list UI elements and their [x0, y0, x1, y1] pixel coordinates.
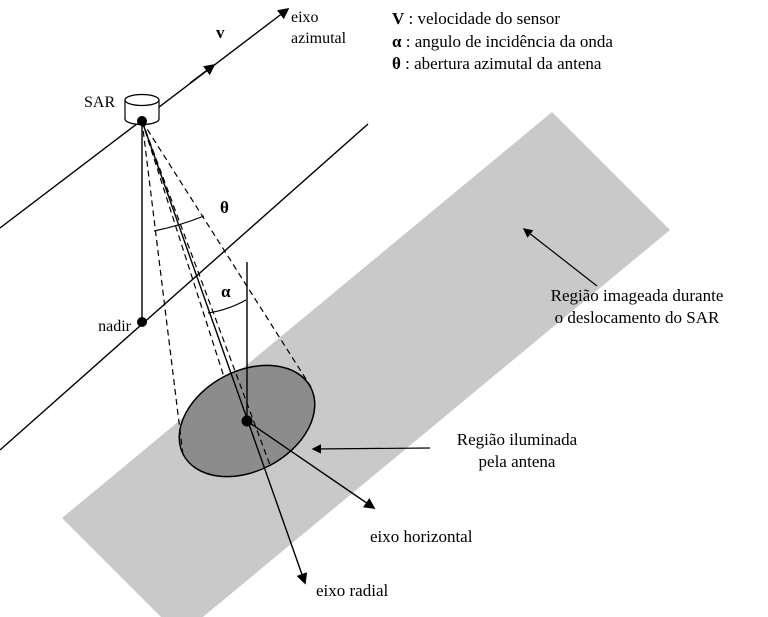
- legend-alpha-symbol: α: [392, 32, 402, 51]
- alpha-angle-arc: [207, 299, 247, 314]
- velocity-label: v: [216, 23, 225, 42]
- illuminated-region-label-line1: Região iluminada: [457, 430, 578, 449]
- legend-alpha-line: α : angulo de incidência da onda: [392, 32, 613, 51]
- horizontal-axis-line: [246, 420, 376, 509]
- horizontal-axis-label: eixo horizontal: [370, 527, 473, 546]
- beam-edge-dashed-line-left: [141, 120, 184, 456]
- radial-axis-line: [141, 120, 308, 585]
- theta-label: θ: [220, 198, 229, 217]
- beam-edge-dashed-line-far: [141, 120, 271, 466]
- theta-angle-arc: [153, 215, 205, 232]
- beam-edge-dashed-line-right: [141, 120, 312, 388]
- cylinder-top: [124, 93, 160, 107]
- nadir-dot: [137, 317, 147, 327]
- sar-sensor-dot: [137, 116, 147, 126]
- nadir-label: nadir: [98, 318, 132, 335]
- illuminated-region-label-line2: pela antena: [479, 452, 556, 471]
- azimuth-axis-label-line2: azimutal: [291, 30, 347, 47]
- radial-axis-label: eixo radial: [316, 581, 388, 600]
- alpha-label: α: [221, 282, 231, 301]
- legend-theta-symbol: θ: [392, 54, 401, 73]
- velocity-arrow: [189, 63, 216, 84]
- legend-v-text: : velocidade do sensor: [404, 9, 560, 28]
- imaged-region-label-line1: Região imageada durante: [551, 286, 724, 305]
- azimuth-axis-label-line1: eixo: [291, 9, 319, 26]
- legend-theta-line: θ : abertura azimutal da antena: [392, 54, 602, 73]
- illuminated-region-pointer-arrow: [311, 444, 431, 454]
- imaged-region-swath: [62, 112, 670, 617]
- sar-label: SAR: [84, 94, 115, 111]
- legend-alpha-text: : angulo de incidência da onda: [402, 32, 614, 51]
- footprint-center-dot: [241, 415, 253, 427]
- legend-v-symbol: V: [392, 9, 405, 28]
- ground-track-line: [0, 123, 369, 451]
- legend-theta-text: : abertura azimutal da antena: [401, 54, 602, 73]
- legend-velocity-line: V : velocidade do sensor: [392, 9, 560, 28]
- imaged-region-pointer-arrow: [522, 228, 598, 287]
- imaged-region-label-line2: o deslocamento do SAR: [555, 308, 720, 327]
- beam-edge-dashed-line-near: [141, 120, 225, 378]
